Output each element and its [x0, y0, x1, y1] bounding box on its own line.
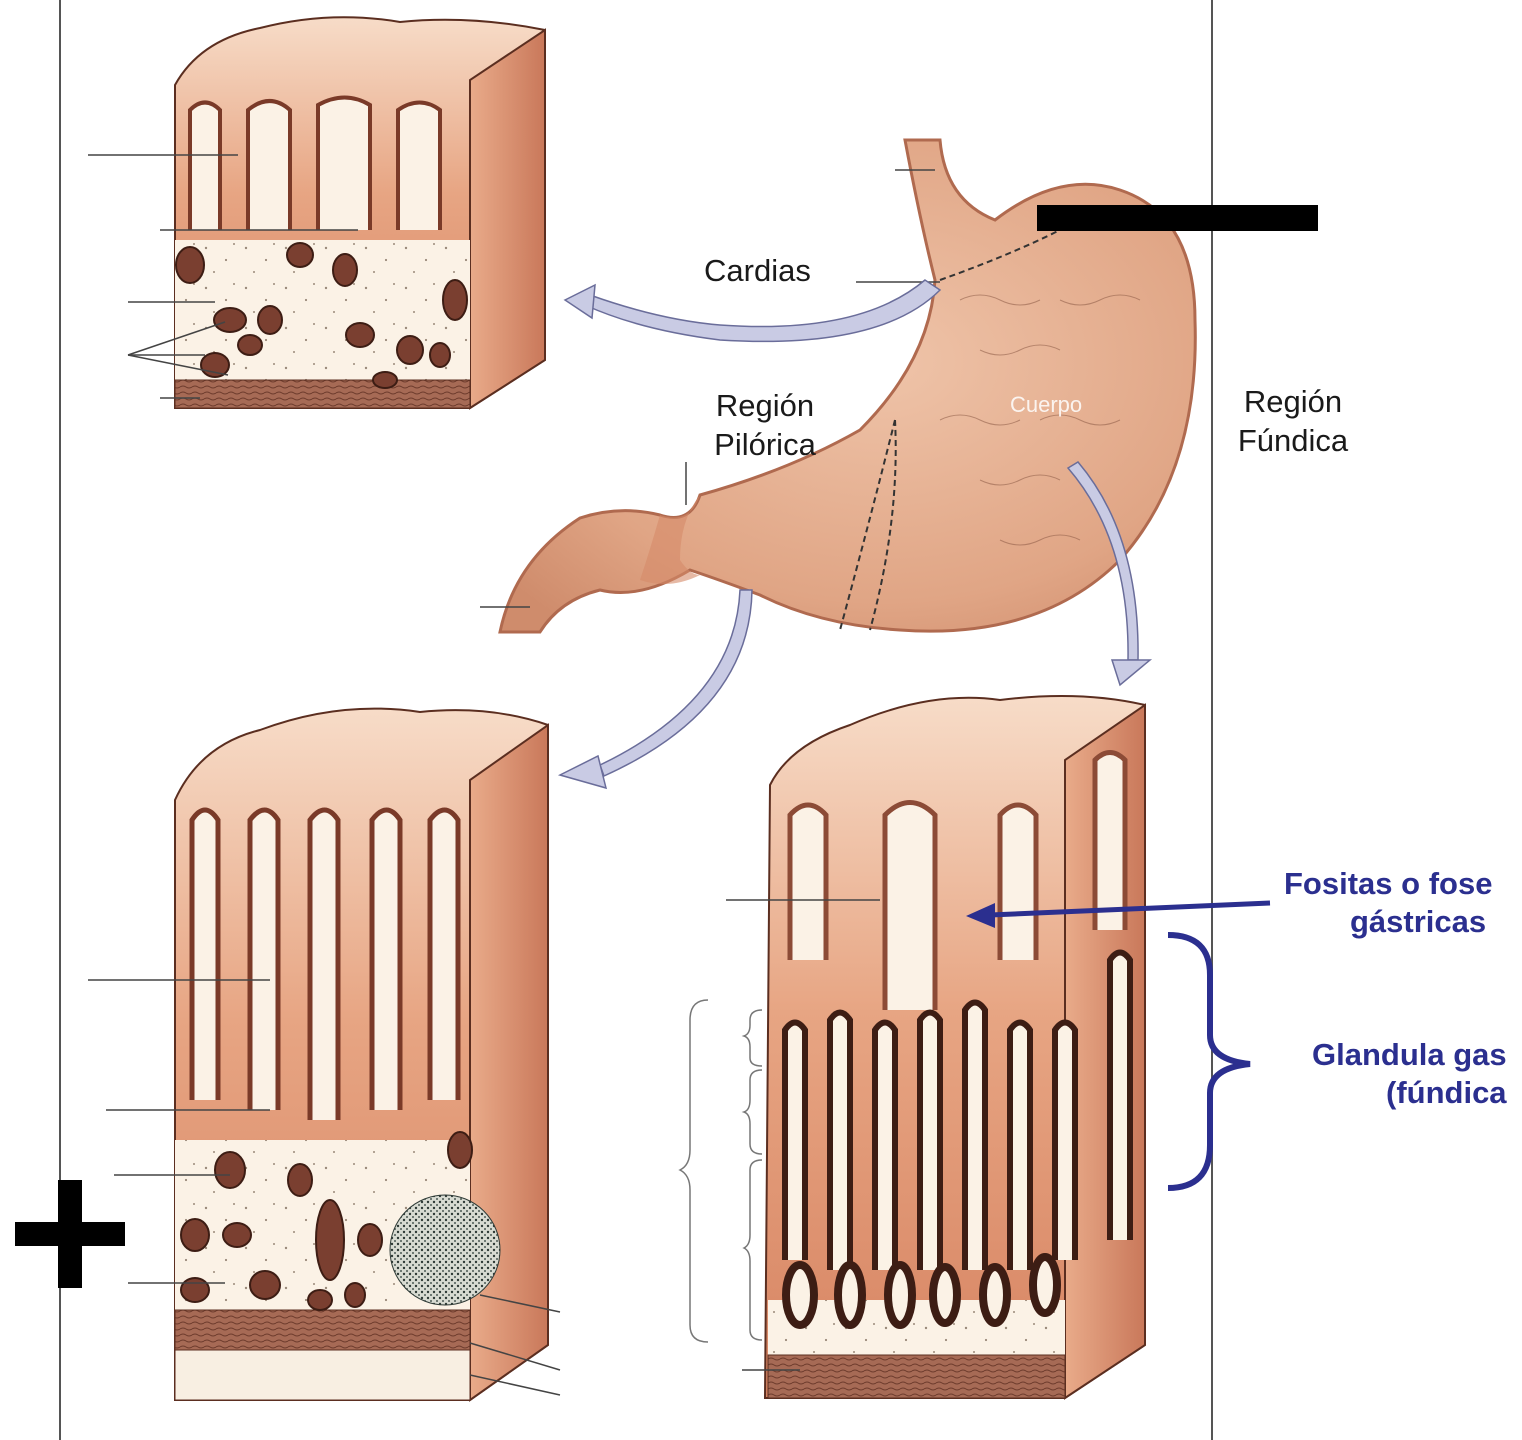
gastric-gland-brace [1168, 935, 1250, 1188]
label-gastric-gland-line1: Glandula gas [1312, 1036, 1507, 1074]
arrow-to-pyloric-block [560, 590, 752, 788]
label-gastric-gland: Glandula gas (fúndica [1312, 1036, 1507, 1112]
label-region-pilorica-line1: Región [690, 386, 840, 425]
redaction-bar [1037, 205, 1318, 231]
cardiac-mucosa-block [88, 17, 545, 408]
label-gastric-pits-line2: gástricas [1284, 903, 1492, 941]
label-cuerpo: Cuerpo [1010, 385, 1082, 424]
pyloric-mucosa-block [88, 709, 560, 1400]
label-gastric-pits: Fositas o fose gástricas [1284, 865, 1492, 941]
label-cardias: Cardias [704, 251, 811, 290]
label-gastric-gland-line2: (fúndica [1312, 1074, 1507, 1112]
label-gastric-pits-line1: Fositas o fose [1284, 865, 1492, 903]
fundic-mucosa-block [680, 696, 1145, 1398]
plus-sign [15, 1180, 125, 1288]
label-region-fundica: Región Fúndica [1218, 382, 1368, 460]
label-region-pilorica: Región Pilórica [690, 386, 840, 464]
label-region-fundica-line1: Región [1218, 382, 1368, 421]
label-region-fundica-line2: Fúndica [1218, 421, 1368, 460]
label-region-pilorica-line2: Pilórica [690, 425, 840, 464]
